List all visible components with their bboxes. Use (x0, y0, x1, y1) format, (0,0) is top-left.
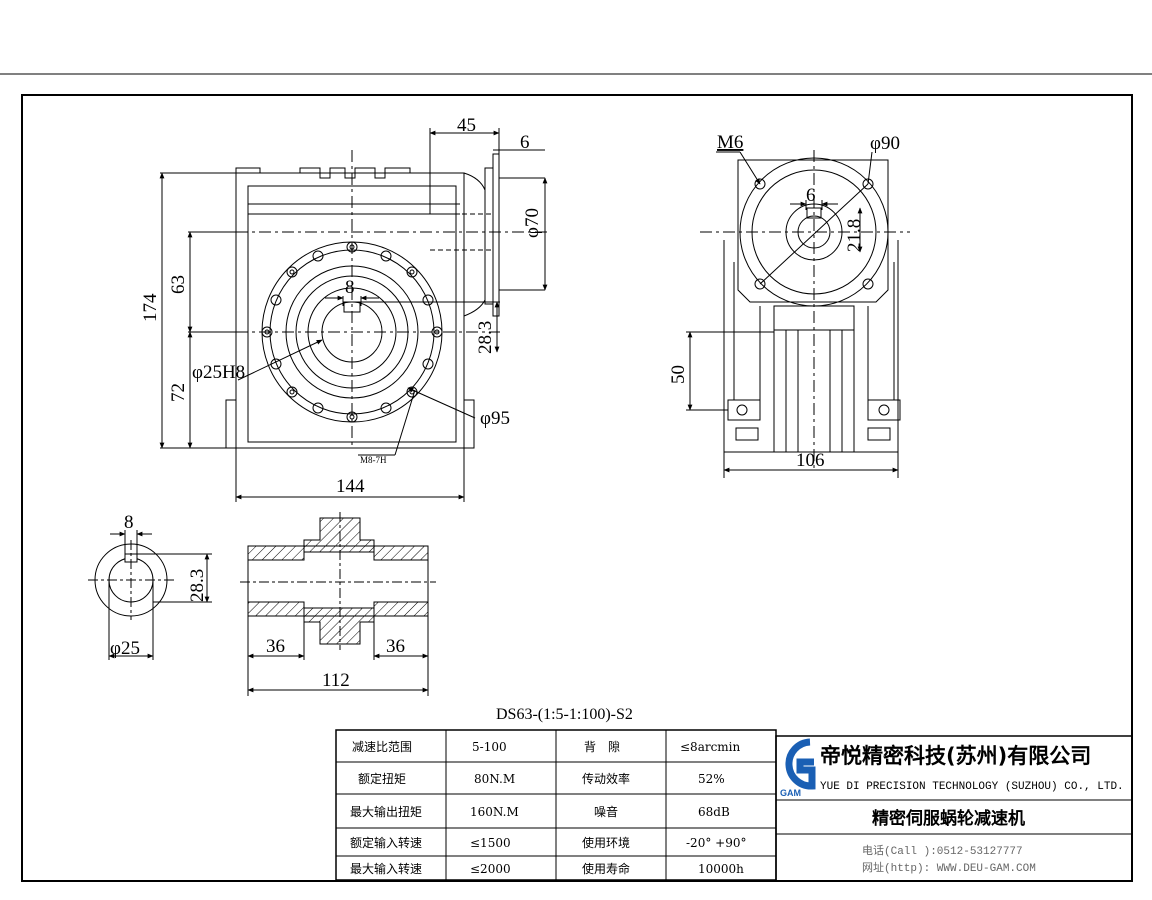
spec-value-1: 160N.M (470, 805, 519, 819)
dim-phi70: φ70 (522, 208, 543, 238)
dim-8-front: 8 (345, 277, 355, 298)
side-view (700, 150, 910, 471)
contact-phone: 电话(Call ):0512-53127777 (862, 844, 1023, 858)
dim-m8-7h: M8-7H (360, 455, 387, 465)
spec-value-1: 5-100 (472, 740, 507, 754)
dim-phi25h8: φ25H8 (192, 362, 245, 383)
side-dimensions (686, 151, 899, 478)
spec-label-1: 减速比范围 (352, 740, 412, 754)
dim-63: 63 (168, 275, 189, 294)
product-name: 精密伺服蜗轮减速机 (872, 808, 1025, 829)
spec-value-2: 68dB (698, 805, 730, 819)
dim-6-side: 6 (806, 185, 816, 206)
contact-web: 网址(http): WWW.DEU-GAM.COM (862, 860, 1036, 875)
shaft-end-view (88, 530, 212, 660)
dim-36-right: 36 (386, 636, 405, 657)
dim-72: 72 (168, 383, 189, 402)
dim-28-3-shaft: 28.3 (187, 569, 208, 602)
dim-m6: M6 (717, 132, 743, 153)
dim-174: 174 (140, 293, 161, 322)
spec-label-2: 使用寿命 (582, 861, 630, 876)
dim-phi95: φ95 (480, 408, 510, 429)
model-code: DS63-(1:5-1:100)-S2 (496, 706, 633, 723)
front-view (225, 150, 550, 449)
spec-value-1: 80N.M (474, 772, 515, 786)
dim-8-shaft: 8 (124, 512, 134, 533)
logo-text: GAM (780, 788, 801, 798)
title-block (775, 735, 1133, 882)
spec-value-1: ≤2000 (470, 862, 511, 876)
dim-106: 106 (796, 450, 825, 471)
dim-144: 144 (336, 476, 365, 497)
spec-value-2: 10000h (698, 862, 744, 876)
drawing-frame (21, 94, 1133, 882)
spec-label-2: 使用环境 (582, 835, 630, 850)
dim-28-3-front: 28.3 (475, 321, 496, 354)
dim-50: 50 (668, 365, 689, 384)
spec-label-1: 额定扭矩 (358, 771, 406, 786)
dim-phi90: φ90 (870, 133, 900, 154)
dim-21-8: 21.8 (844, 219, 865, 252)
spec-value-2: 52% (698, 772, 725, 786)
dim-6: 6 (520, 132, 530, 153)
spec-label-1: 最大输出扭矩 (350, 804, 422, 819)
company-logo: GAM (780, 738, 816, 798)
dim-phi25: φ25 (110, 638, 140, 659)
spec-label-2: 噪音 (594, 804, 618, 819)
spec-label-2: 传动效率 (582, 771, 630, 786)
spec-label-1: 额定输入转速 (350, 835, 422, 850)
spec-rows: 减速比范围 5-100 背 隙 ≤8arcmin 额定扭矩 80N.M 传动效率… (350, 740, 746, 876)
dim-45: 45 (457, 115, 476, 136)
shaft-section (240, 512, 436, 696)
spec-label-2: 背 隙 (584, 740, 620, 754)
front-dimensions (159, 128, 548, 502)
spec-value-2: ≤8arcmin (680, 740, 741, 754)
dim-36-left: 36 (266, 636, 285, 657)
spec-label-1: 最大输入转速 (350, 861, 422, 876)
company-name-en: YUE DI PRECISION TECHNOLOGY (SUZHOU) CO.… (820, 781, 1124, 793)
spec-value-2: -20° +90° (686, 836, 746, 850)
company-name-cn: 帝悦精密科技(苏州)有限公司 (820, 744, 1091, 768)
spec-value-1: ≤1500 (470, 836, 511, 850)
dim-112: 112 (322, 670, 350, 691)
